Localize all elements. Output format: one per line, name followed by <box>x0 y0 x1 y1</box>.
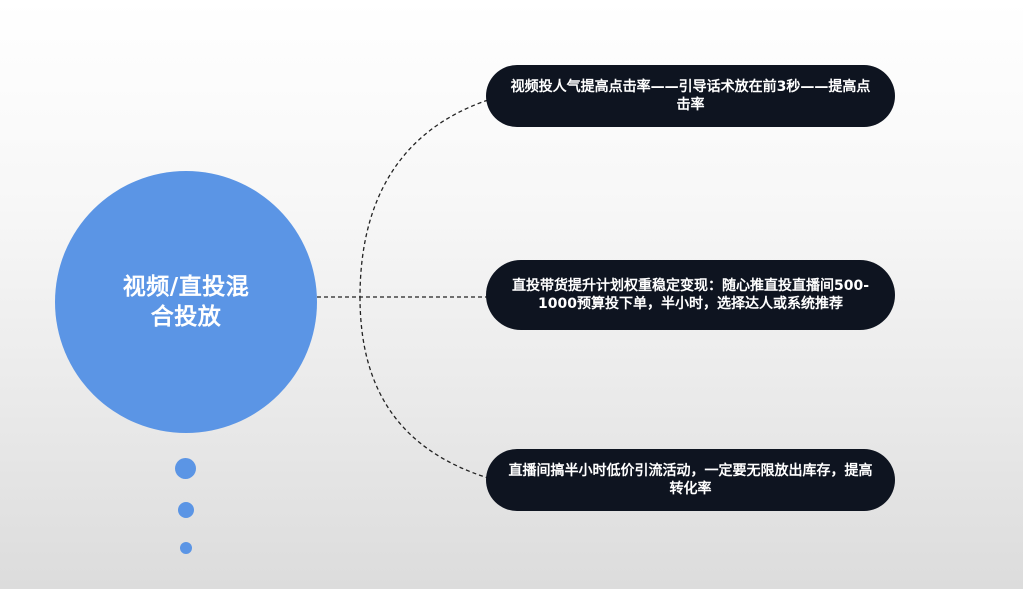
branch-node-3: 直播间搞半小时低价引流活动，一定要无限放出库存，提高转化率 <box>486 449 895 511</box>
decorative-dot-medium <box>178 502 194 518</box>
decorative-dot-large <box>175 458 196 479</box>
branch-node-2-text: 直投带货提升计划权重稳定变现：随心推直投直播间500-1000预算投下单，半小时… <box>511 278 870 312</box>
connector-branch-1 <box>359 99 489 298</box>
branch-node-1-text: 视频投人气提高点击率——引导话术放在前3秒——提高点击率 <box>510 79 871 113</box>
connector-branch-3 <box>359 296 489 479</box>
branch-node-2: 直投带货提升计划权重稳定变现：随心推直投直播间500-1000预算投下单，半小时… <box>486 260 895 330</box>
central-topic-node: 视频/直投混合投放 <box>55 171 317 433</box>
branch-node-1: 视频投人气提高点击率——引导话术放在前3秒——提高点击率 <box>486 65 895 127</box>
central-topic-title: 视频/直投混合投放 <box>122 274 250 330</box>
decorative-dot-small <box>180 542 192 554</box>
branch-node-3-text: 直播间搞半小时低价引流活动，一定要无限放出库存，提高转化率 <box>508 463 873 497</box>
